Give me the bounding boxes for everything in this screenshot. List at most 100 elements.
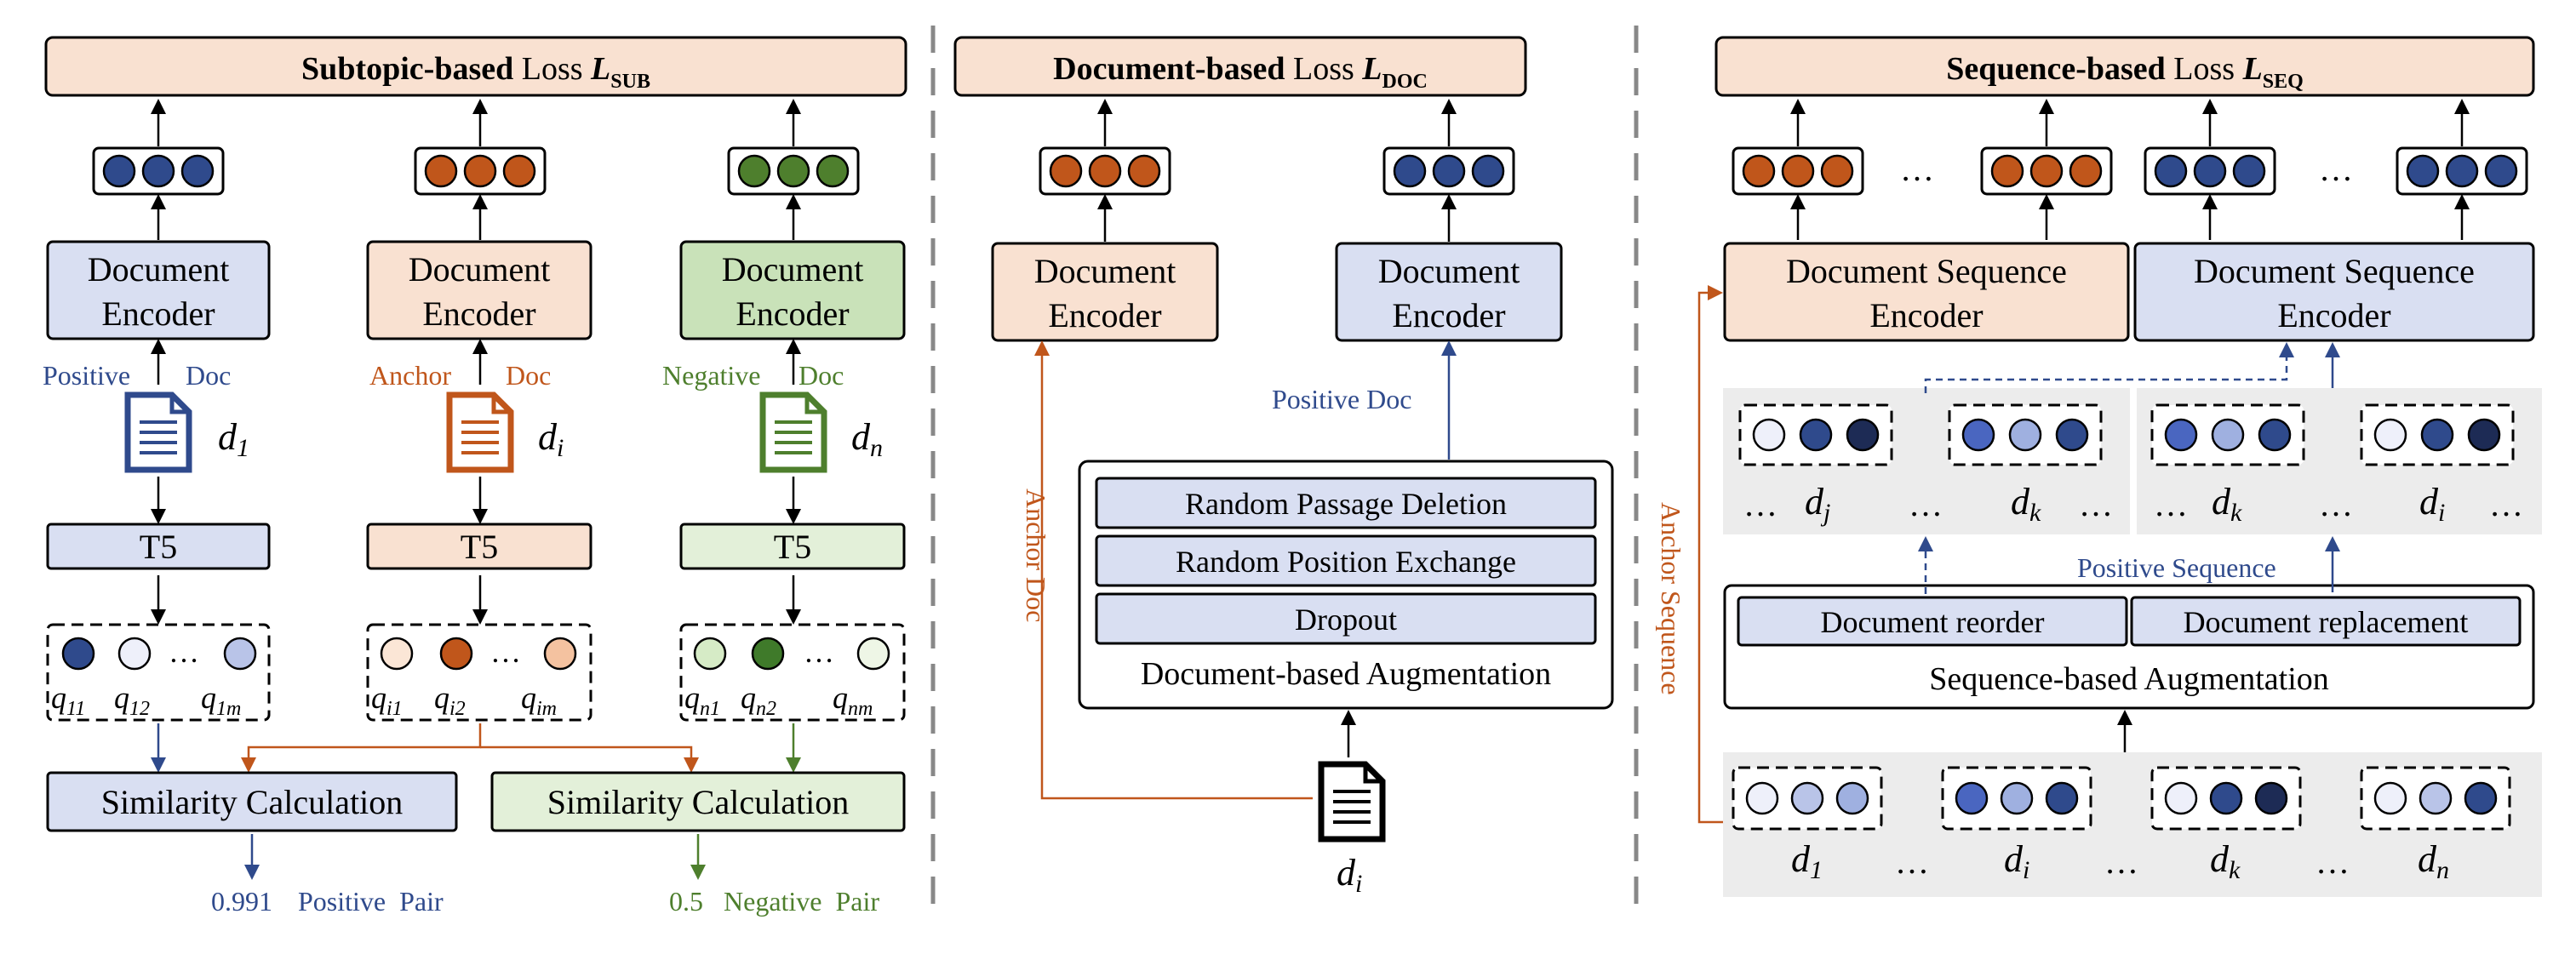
positive-score: 0.991 (211, 886, 272, 917)
encoder-label: Encoder (422, 294, 535, 333)
augmentation-op (1095, 477, 1597, 529)
similarity-label: Similarity Calculation (547, 783, 849, 821)
doc-label: Positive (43, 360, 130, 391)
embedding-dot (1745, 781, 1779, 815)
encoder-label: Encoder (2277, 296, 2390, 334)
ellipsis: … (2489, 485, 2523, 523)
embedding-dot (2373, 781, 2407, 815)
embedding-dot (2258, 418, 2292, 452)
t5-label: T5 (140, 528, 177, 566)
ellipsis: … (1743, 485, 1777, 523)
query-dot (380, 637, 414, 671)
anchor-sequence-arrow (1697, 285, 1723, 824)
embedding-dot (1955, 781, 1989, 815)
embedding-dot (2029, 154, 2064, 188)
subtopic-section: Subtopic-based Loss LSUB Document Encode… (43, 36, 907, 917)
query-label: qi2 (434, 681, 466, 720)
query-dot (117, 637, 152, 671)
ellipsis: … (2079, 485, 2113, 523)
embedding-dot (1127, 154, 1161, 188)
seq-doc-label: dj (1805, 481, 1830, 527)
encoder-label: Document (1378, 252, 1520, 290)
query-label: q1m (201, 681, 241, 720)
seq-doc-label: d1 (1791, 838, 1823, 884)
ellipsis: … (2319, 150, 2353, 188)
seq-doc-label: dk (2212, 481, 2242, 527)
embedding-dot (2164, 418, 2198, 452)
subtopic-column-negative: Document Encoder Negative Doc dn T5 … (662, 99, 906, 722)
document-encoder-box (991, 242, 1219, 342)
embedding-dot (2373, 418, 2407, 452)
doc-variable: dn (851, 416, 883, 462)
sequence-encoder-box (1723, 242, 2130, 342)
query-label: qn1 (684, 681, 720, 720)
ellipsis: … (2154, 485, 2188, 523)
positive-sequence-label: Positive Sequence (2077, 552, 2276, 583)
sequence-encoder-box (2133, 242, 2535, 342)
positive-pair-label: Positive Pair (298, 886, 444, 917)
query-group (679, 623, 906, 722)
embedding-dot (1846, 418, 1880, 452)
embedding-dot (2211, 418, 2245, 452)
ellipsis: … (2319, 485, 2353, 523)
doc-label: Negative (662, 360, 761, 391)
embedding-dot (1961, 418, 1995, 452)
augmentation-op (1095, 592, 1597, 645)
embedding-dot (1781, 154, 1815, 188)
sequence-loss-title: Sequence-based Loss LSEQ (1946, 51, 2304, 93)
subtopic-loss-box (44, 36, 907, 97)
sequence-section: Sequence-based Loss LSEQ … … (1656, 36, 2542, 897)
embedding-dot (1393, 154, 1427, 188)
query-dot (751, 637, 785, 671)
subtopic-loss-title: Subtopic-based Loss LSUB (301, 51, 650, 93)
augmentation-op-label: Document replacement (2184, 605, 2469, 639)
ellipsis: … (804, 635, 834, 669)
ellipsis: … (1909, 485, 1943, 523)
ellipsis: … (2104, 843, 2138, 881)
encoder-label: Encoder (101, 294, 215, 333)
seq-doc-label: dk (2011, 481, 2041, 527)
sequence-output-embeddings: … … (1732, 99, 2528, 240)
t5-label: T5 (461, 528, 498, 566)
similarity-label: Similarity Calculation (101, 783, 403, 821)
doc-variable: di (1337, 852, 1362, 898)
t5-label: T5 (774, 528, 811, 566)
embedding-dot (2420, 418, 2454, 452)
ellipsis: … (1900, 150, 1934, 188)
similarity-box-positive (46, 771, 458, 832)
negative-pair-label: Negative Pair (724, 886, 879, 917)
anchor-connector (480, 745, 699, 773)
embedding-dot (1990, 154, 2024, 188)
negative-score: 0.5 (669, 886, 703, 917)
doc-label: Anchor (369, 360, 451, 391)
encoder-label: Document Sequence (2194, 252, 2475, 290)
query-dot (61, 637, 95, 671)
embedding-dot (141, 154, 175, 188)
embedding-dot (180, 154, 215, 188)
seq-doc-label: dk (2210, 838, 2241, 884)
embedding-dot (1790, 781, 1824, 815)
document-loss-title: Document-based Loss LDOC (1053, 51, 1428, 93)
embedding-dot (1835, 781, 1869, 815)
sequence-loss-box (1714, 36, 2535, 97)
query-group (46, 623, 271, 722)
anchor-doc-arrow (1034, 340, 1313, 800)
t5-box (679, 523, 906, 570)
doc-variable: di (538, 416, 564, 462)
doc-variable: d1 (218, 416, 249, 462)
embedding-dot (2254, 781, 2288, 815)
augmentation-op (1095, 534, 1597, 587)
embedding-dot (2484, 154, 2518, 188)
document-icon (446, 391, 514, 473)
embedding-dot (2154, 154, 2188, 188)
encoder-label: Encoder (1048, 296, 1161, 334)
embedding-dot (2008, 418, 2042, 452)
doc-label: Doc (799, 360, 844, 391)
embedding-dot (102, 154, 136, 188)
ellipsis: … (490, 635, 521, 669)
embedding-dot (2045, 781, 2079, 815)
encoder-label: Document (409, 250, 551, 288)
anchor-doc-label: Anchor Doc (1021, 488, 1051, 622)
embedding-dot (424, 154, 458, 188)
